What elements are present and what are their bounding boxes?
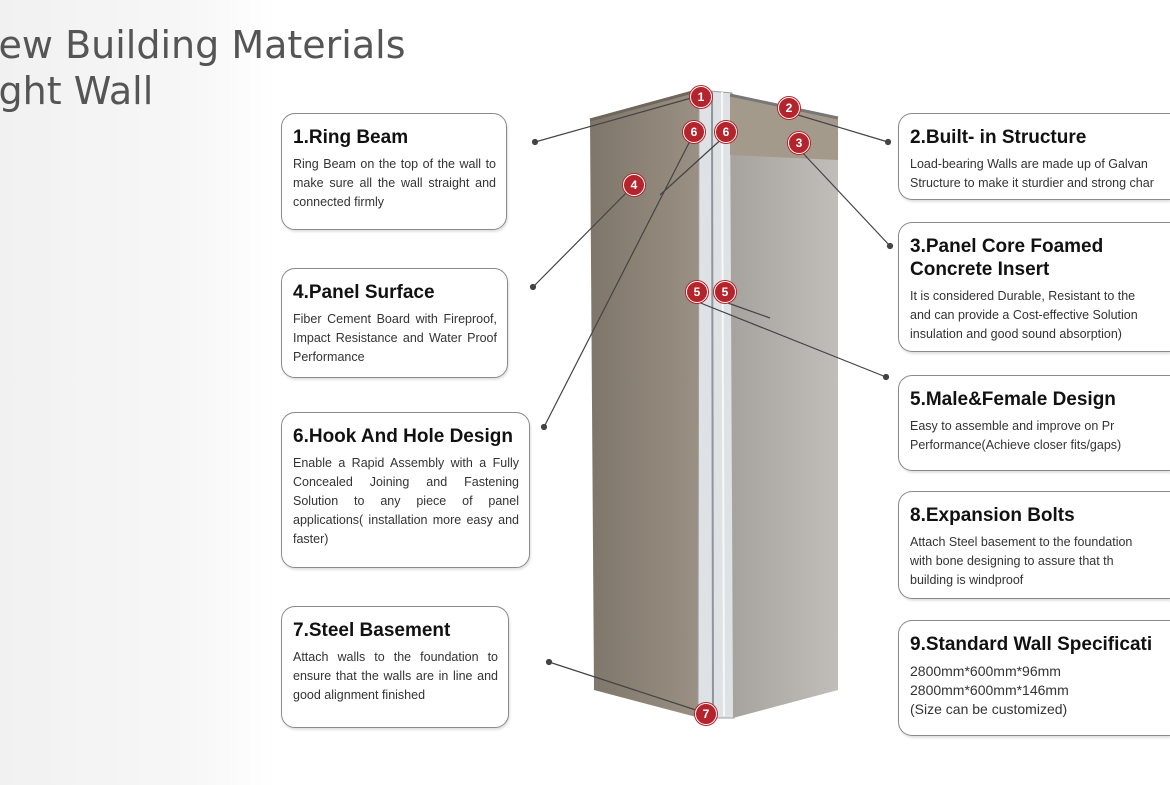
- callout-male-female: 5.Male&Female Design Easy to assemble an…: [898, 375, 1170, 471]
- marker-5-left: 5: [686, 281, 708, 303]
- callout-panel-surface: 4.Panel Surface Fiber Cement Board with …: [281, 268, 508, 378]
- callout-ring-beam: 1.Ring Beam Ring Beam on the top of the …: [281, 113, 507, 230]
- callout-description: Enable a Rapid Assembly with a Fully Con…: [293, 456, 519, 546]
- callout-hook-and-hole: 6.Hook And Hole Design Enable a Rapid As…: [281, 412, 530, 568]
- leader-3: [799, 149, 891, 247]
- foam-core-top: [730, 95, 838, 160]
- callout-description: 2800mm*600mm*96mm 2800mm*600mm*146mm (Si…: [910, 663, 1069, 717]
- marker-6-right: 6: [715, 121, 737, 143]
- leader-6b: [659, 134, 727, 196]
- marker-4: 4: [623, 174, 645, 196]
- callout-title: 6.Hook And Hole Design: [293, 426, 513, 447]
- marker-3: 3: [788, 132, 810, 154]
- callout-description: Load-bearing Walls are made up of Galvan…: [910, 157, 1154, 190]
- callout-title: 4.Panel Surface: [293, 282, 435, 303]
- leader-4: [532, 186, 633, 288]
- callout-title: 2.Built- in Structure: [910, 127, 1087, 148]
- marker-7: 7: [695, 703, 717, 725]
- callout-built-in-structure: 2.Built- in Structure Load-bearing Walls…: [898, 113, 1170, 200]
- callout-title: 3.Panel Core Foamed Concrete Insert: [910, 236, 1104, 280]
- left-background-panel: [0, 0, 275, 785]
- callout-panel-core: 3.Panel Core Foamed Concrete Insert It i…: [898, 222, 1170, 352]
- leader-5b: [724, 301, 771, 319]
- callout-title: 7.Steel Basement: [293, 620, 451, 641]
- right-panel-face: [730, 95, 838, 718]
- callout-wall-specification: 9.Standard Wall Specificati 2800mm*600mm…: [898, 620, 1170, 736]
- leader-1: [534, 94, 703, 143]
- callout-title: 9.Standard Wall Specificati: [910, 634, 1153, 655]
- callout-expansion-bolts: 8.Expansion Bolts Attach Steel basement …: [898, 491, 1170, 599]
- callout-description: It is considered Durable, Resistant to t…: [910, 289, 1138, 341]
- callout-title: 1.Ring Beam: [293, 127, 409, 148]
- callout-description: Ring Beam on the top of the wall to make…: [293, 157, 496, 209]
- callout-description: Easy to assemble and improve on Pr Perfo…: [910, 419, 1122, 452]
- leader-7: [548, 661, 706, 714]
- leader-2: [787, 111, 889, 143]
- marker-6-left: 6: [683, 121, 705, 143]
- steel-joint: [697, 89, 735, 719]
- marker-2: 2: [778, 97, 800, 119]
- callout-description: Attach Steel basement to the foundation …: [910, 535, 1133, 587]
- marker-5-right: 5: [714, 281, 736, 303]
- callout-description: Attach walls to the foundation to ensure…: [293, 650, 498, 702]
- callout-steel-basement: 7.Steel Basement Attach walls to the fou…: [281, 606, 509, 728]
- callout-title: 8.Expansion Bolts: [910, 505, 1075, 526]
- left-panel-face: [590, 90, 700, 718]
- leader-6a: [543, 134, 694, 428]
- callout-description: Fiber Cement Board with Fireproof, Impac…: [293, 312, 497, 364]
- callout-title: 5.Male&Female Design: [910, 389, 1116, 410]
- marker-1: 1: [690, 86, 712, 108]
- page-headline: lew Building Materials ight Wall: [0, 23, 406, 113]
- leader-5a: [697, 301, 887, 378]
